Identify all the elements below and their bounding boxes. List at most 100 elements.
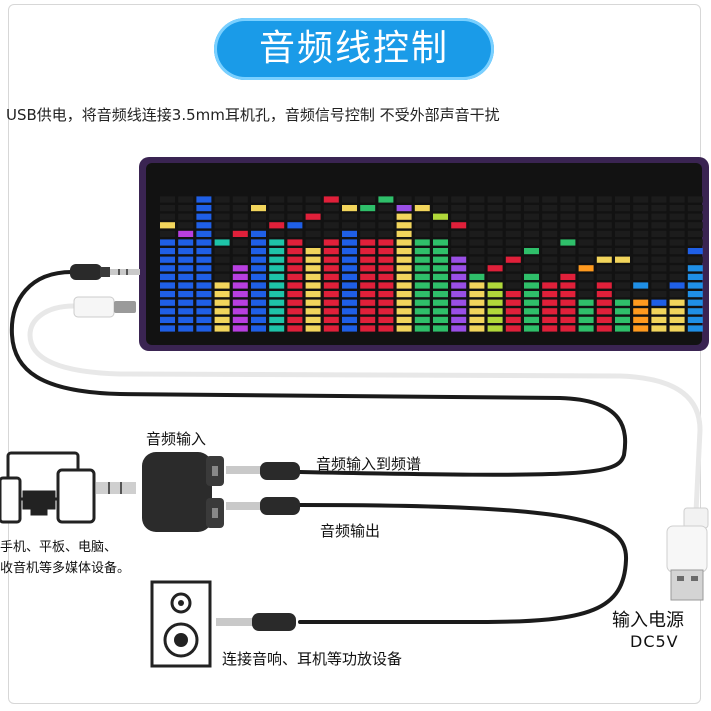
spectrum-segment: [342, 196, 357, 203]
spectrum-segment: [687, 239, 703, 246]
spectrum-segment: [323, 308, 339, 315]
spectrum-segment: [269, 299, 285, 306]
spectrum-segment: [251, 325, 266, 332]
spectrum-segment: [232, 291, 248, 298]
spectrum-segment: [542, 282, 558, 289]
spectrum-segment: [433, 205, 448, 212]
spectrum-segment: [669, 265, 685, 272]
spectrum-segment: [578, 230, 594, 237]
spectrum-segment: [305, 222, 321, 229]
spectrum-segment: [542, 230, 558, 237]
spectrum-segment: [323, 239, 339, 246]
spectrum-segment: [651, 196, 667, 203]
spectrum-segment: [633, 273, 649, 280]
spectrum-segment: [524, 273, 539, 280]
spectrum-segment: [232, 230, 248, 237]
spectrum-segment: [360, 256, 376, 263]
spectrum-segment: [542, 325, 558, 332]
spectrum-segment: [378, 222, 394, 229]
audio-output-cable: [298, 503, 629, 624]
spectrum-segment: [396, 248, 412, 255]
spectrum-segment: [160, 239, 175, 246]
spectrum-segment: [578, 299, 594, 306]
spectrum-segment: [542, 196, 558, 203]
spectrum-segment: [560, 196, 576, 203]
devices-icon: [0, 451, 96, 524]
spectrum-segment: [633, 282, 649, 289]
spectrum-segment: [178, 213, 194, 220]
spectrum-segment: [360, 205, 376, 212]
spectrum-segment: [251, 222, 266, 229]
spectrum-segment: [505, 291, 521, 298]
spectrum-segment: [269, 248, 285, 255]
spectrum-segment: [560, 299, 576, 306]
spectrum-segment: [487, 256, 503, 263]
spectrum-segment: [360, 265, 376, 272]
spectrum-segment: [414, 222, 430, 229]
spectrum-segment: [560, 239, 576, 246]
spectrum-segment: [524, 230, 539, 237]
spectrum-segment: [251, 205, 266, 212]
spectrum-segment: [269, 230, 285, 237]
spectrum-segment: [396, 222, 412, 229]
spectrum-segment: [633, 196, 649, 203]
spectrum-segment: [560, 291, 576, 298]
spectrum-segment: [232, 248, 248, 255]
spectrum-segment: [396, 291, 412, 298]
spectrum-segment: [251, 196, 266, 203]
spectrum-segment: [505, 222, 521, 229]
spectrum-segment: [196, 265, 212, 272]
spectrum-segment: [396, 325, 412, 332]
image-frame: [8, 4, 701, 704]
spectrum-segment: [196, 213, 212, 220]
spectrum-segment: [542, 256, 558, 263]
spectrum-segment: [615, 213, 630, 220]
spectrum-segment: [615, 282, 630, 289]
spectrum-segment: [414, 282, 430, 289]
spectrum-segment: [505, 196, 521, 203]
spectrum-segment: [323, 213, 339, 220]
spectrum-segment: [178, 196, 194, 203]
spectrum-segment: [323, 265, 339, 272]
spectrum-segment: [505, 325, 521, 332]
spectrum-segment: [596, 273, 612, 280]
spectrum-segment: [651, 256, 667, 263]
spectrum-segment: [342, 308, 357, 315]
spectrum-segment: [505, 230, 521, 237]
spectrum-segment: [178, 273, 194, 280]
spectrum-segment: [487, 291, 503, 298]
spectrum-segment: [469, 256, 485, 263]
spectrum-segment: [560, 265, 576, 272]
spectrum-segment: [323, 222, 339, 229]
spectrum-segment: [360, 325, 376, 332]
spectrum-segment: [542, 213, 558, 220]
spectrum-segment: [360, 213, 376, 220]
spectrum-segment: [251, 273, 266, 280]
spectrum-segment: [633, 213, 649, 220]
display-usb-micro-plug: [73, 296, 136, 318]
spectrum-segment: [687, 256, 703, 263]
label-audio-output: 音频输出: [320, 522, 381, 540]
spectrum-segment: [305, 256, 321, 263]
spectrum-segment: [414, 213, 430, 220]
spectrum-segment: [414, 308, 430, 315]
spectrum-segment: [323, 273, 339, 280]
spectrum-segment: [469, 273, 485, 280]
spectrum-segment: [414, 273, 430, 280]
spectrum-segment: [524, 256, 539, 263]
spectrum-segment: [178, 291, 194, 298]
spectrum-segment: [524, 205, 539, 212]
spectrum-segment: [378, 316, 394, 323]
spectrum-segment: [669, 239, 685, 246]
spectrum-segment: [232, 196, 248, 203]
spectrum-segment: [232, 222, 248, 229]
spectrum-segment: [360, 222, 376, 229]
spectrum-segment: [160, 265, 175, 272]
spectrum-segment: [342, 265, 357, 272]
spectrum-segment: [433, 230, 448, 237]
usb-power-cable: [27, 303, 703, 515]
spectrum-segment: [214, 291, 230, 298]
spectrum-segment: [433, 273, 448, 280]
spectrum-segment: [542, 273, 558, 280]
spectrum-segment: [687, 213, 703, 220]
